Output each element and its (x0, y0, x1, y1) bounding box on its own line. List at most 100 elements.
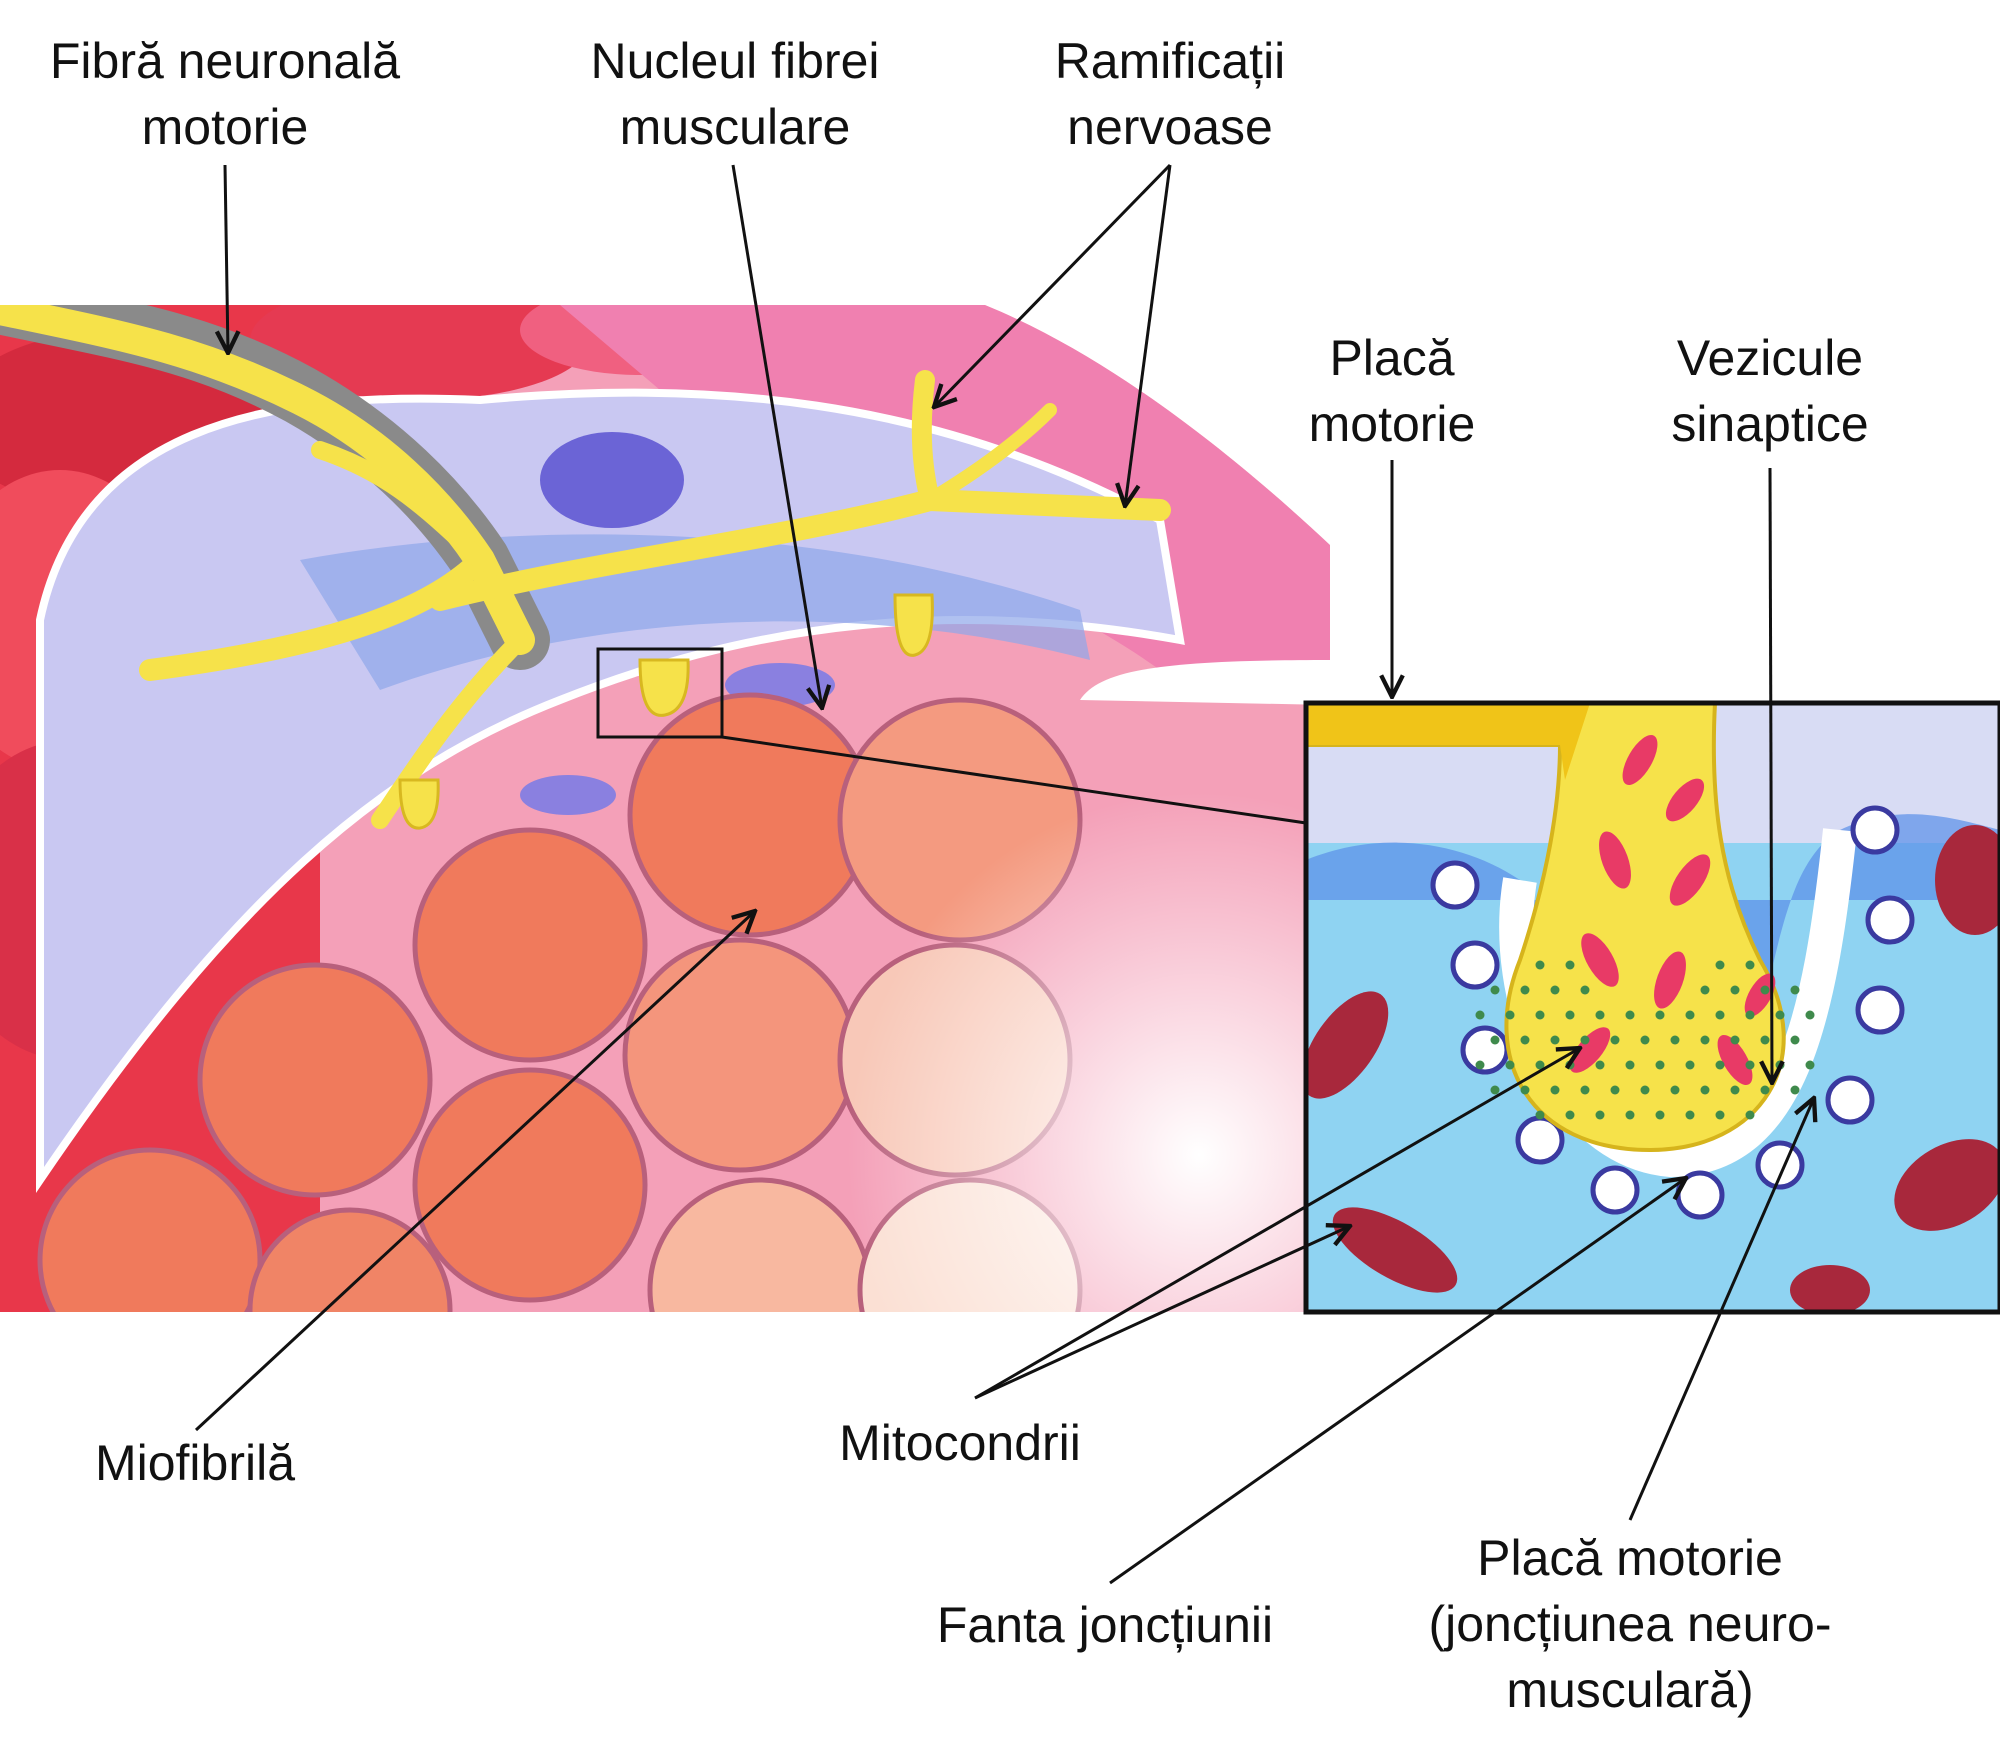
vesicle-dot (1745, 1010, 1755, 1020)
label-line: motorie (141, 99, 309, 155)
label-motor-plate-top: Placă motorie (1262, 325, 1522, 457)
label-line: musculară) (1506, 1662, 1754, 1718)
vesicle-dot (1595, 1110, 1605, 1120)
vesicle-dot (1655, 1110, 1665, 1120)
vesicle-dot (1610, 1035, 1620, 1045)
label-motor-neuron-fiber: Fibră neuronală motorie (20, 28, 430, 160)
vesicle-dot (1520, 1085, 1530, 1095)
arrow-motor-plate-bottom (1628, 1098, 1814, 1521)
arrow-nucleus (731, 164, 822, 708)
vesicle-dot (1730, 985, 1740, 995)
zoom-connector-line (721, 735, 1307, 825)
zoom-region-box (596, 647, 724, 739)
arrow-mitochondria-2 (974, 1226, 1350, 1400)
vesicle-dot (1805, 1060, 1815, 1070)
vesicle-dot (1775, 1010, 1785, 1020)
arrow-mitochondria-1 (974, 1048, 1580, 1400)
vesicle-dot (1565, 1010, 1575, 1020)
vesicle-dot (1715, 1110, 1725, 1120)
vesicle-dot (1775, 1060, 1785, 1070)
label-line: Placă (1329, 330, 1455, 386)
label-mitochondria: Mitocondrii (839, 1415, 1081, 1471)
vesicle-dot (1700, 985, 1710, 995)
label-line: Placă motorie (1477, 1530, 1783, 1586)
muscle-mitochondria (1306, 825, 2000, 1312)
vesicle-dot (1535, 1060, 1545, 1070)
vesicle-dot (1535, 1110, 1545, 1120)
vesicle-dot (1580, 1085, 1590, 1095)
label-junction-cleft: Fanta joncțiunii (936, 1597, 1274, 1653)
vesicle-dot (1565, 1060, 1575, 1070)
muscle-nucleus (540, 432, 684, 528)
vesicle-dot (1475, 1060, 1485, 1070)
vesicle-dot (1715, 1060, 1725, 1070)
vesicle-dot (1565, 960, 1575, 970)
vesicle-dot (1505, 1060, 1515, 1070)
vesicle-dot (1805, 1010, 1815, 1020)
inset-frame (1303, 700, 2000, 1315)
vesicle-dot (1580, 1035, 1590, 1045)
vesicle-dot (1490, 1085, 1500, 1095)
vesicle-dot (1535, 1010, 1545, 1020)
motor-end-plate-inset (1306, 703, 2000, 1312)
arrow-nerve-branch-1 (934, 163, 1172, 407)
vesicle-dot (1475, 1010, 1485, 1020)
vesicle-dot (1490, 1035, 1500, 1045)
arrow-myofibril (194, 911, 755, 1432)
vesicle-dot (1700, 1035, 1710, 1045)
vesicle-dot (1565, 1110, 1575, 1120)
vesicle-dot (1655, 1060, 1665, 1070)
axon-terminal (1306, 703, 1786, 1153)
label-nerve-branches: Ramificații nervoase (1030, 28, 1310, 160)
junctional-folds (1430, 805, 1915, 1220)
vesicle-dot (1520, 1035, 1530, 1045)
arrow-motor-fiber (225, 164, 228, 353)
vesicle-dot (1760, 1035, 1770, 1045)
arrow-cleft (1109, 1178, 1686, 1585)
vesicle-dot (1595, 1060, 1605, 1070)
vesicle-dot (1670, 1035, 1680, 1045)
vesicle-dot (1715, 960, 1725, 970)
vesicle-dot (1790, 1085, 1800, 1095)
vesicle-dot (1730, 1035, 1740, 1045)
motor-nerve-fiber (0, 305, 1171, 829)
vesicle-dot (1595, 1010, 1605, 1020)
vesicle-dot (1685, 1060, 1695, 1070)
arrow-nerve-branch-2 (1125, 164, 1172, 506)
vesicle-dot (1610, 1085, 1620, 1095)
vesicle-dot (1625, 1110, 1635, 1120)
vesicle-dot (1550, 985, 1560, 995)
vesicle-dot (1790, 1035, 1800, 1045)
muscle-tissue-illustration (0, 305, 1330, 1312)
vesicle-dot (1760, 1085, 1770, 1095)
synaptic-vesicle-dots (1475, 960, 1815, 1120)
label-line: musculare (619, 99, 851, 155)
vesicle-dot (1505, 1010, 1515, 1020)
label-line: Ramificații (1054, 33, 1286, 89)
vesicle-dot (1745, 960, 1755, 970)
vesicle-dot (1700, 1085, 1710, 1095)
vesicle-dot (1640, 1085, 1650, 1095)
vesicle-dot (1640, 1035, 1650, 1045)
vesicle-dot (1745, 1110, 1755, 1120)
label-synaptic-vesicles: Vezicule sinaptice (1640, 325, 1900, 457)
label-line: (joncțiunea neuro- (1428, 1596, 1832, 1652)
vesicle-dot (1625, 1060, 1635, 1070)
label-line: Nucleul fibrei (590, 33, 880, 89)
vesicle-dot (1550, 1085, 1560, 1095)
arrow-vesicles (1770, 467, 1772, 1083)
vesicle-dot (1685, 1010, 1695, 1020)
vesicle-dot (1550, 1035, 1560, 1045)
vesicle-dot (1625, 1010, 1635, 1020)
vesicle-dot (1580, 985, 1590, 995)
vesicle-dot (1520, 985, 1530, 995)
label-muscle-fiber-nucleus: Nucleul fibrei musculare (555, 28, 915, 160)
label-line: Fibră neuronală (49, 33, 401, 89)
vesicle-dot (1655, 1010, 1665, 1020)
label-line: motorie (1308, 396, 1476, 452)
vesicle-dot (1790, 985, 1800, 995)
label-myofibril: Miofibrilă (94, 1435, 296, 1491)
label-line: sinaptice (1671, 396, 1869, 452)
vesicle-dot (1535, 960, 1545, 970)
